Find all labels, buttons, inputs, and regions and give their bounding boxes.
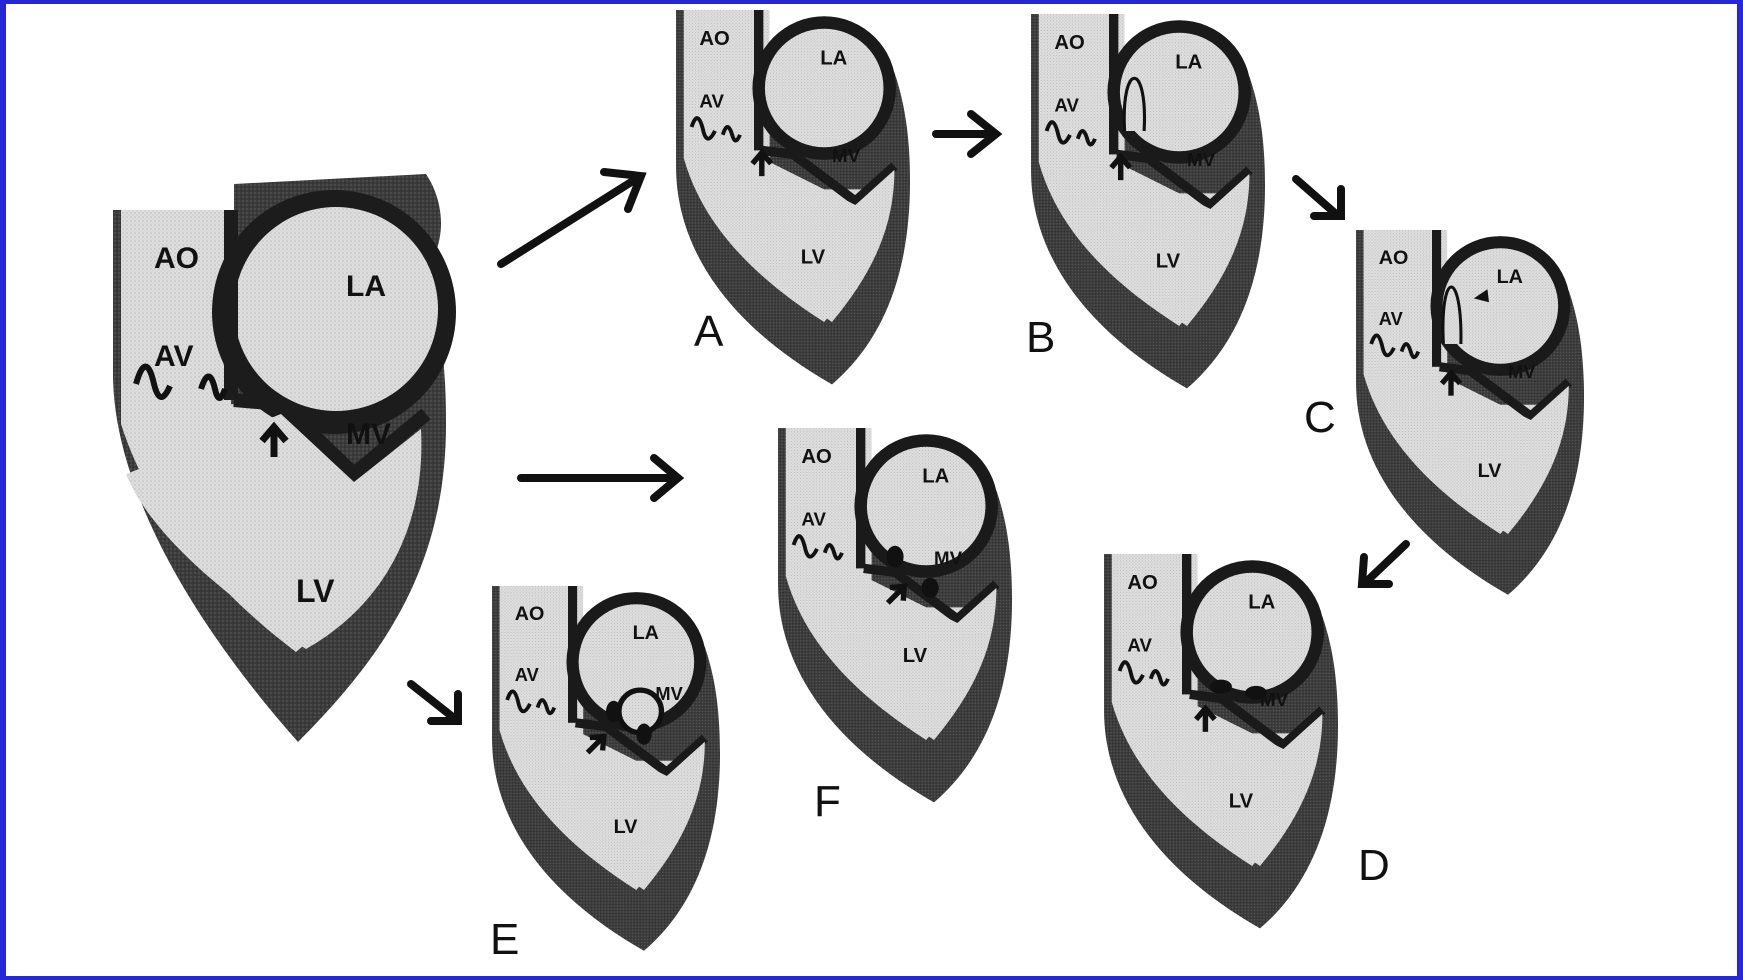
svg-text:MV: MV bbox=[832, 145, 861, 166]
heart-panel-b: AO LA AV MV LV bbox=[1031, 14, 1265, 388]
label-la: LA bbox=[346, 270, 386, 303]
svg-text:AO: AO bbox=[801, 446, 831, 468]
svg-text:MV: MV bbox=[655, 683, 683, 704]
svg-text:AO: AO bbox=[1127, 572, 1157, 594]
panel-letter-b: B bbox=[1026, 313, 1055, 362]
svg-text:LA: LA bbox=[1248, 592, 1275, 614]
svg-text:LV: LV bbox=[903, 645, 928, 667]
diagram-frame: AO LA AV MV LV AO LA AV MV LV A AO LA AV… bbox=[6, 4, 1737, 976]
svg-text:AV: AV bbox=[801, 509, 826, 530]
arrow-b-to-c bbox=[1296, 179, 1336, 214]
label-mv: MV bbox=[346, 418, 391, 451]
svg-text:LA: LA bbox=[633, 622, 659, 644]
svg-text:LA: LA bbox=[820, 48, 847, 70]
svg-text:AV: AV bbox=[1379, 308, 1404, 329]
svg-text:AV: AV bbox=[515, 664, 540, 685]
arrow-main-to-a bbox=[501, 179, 636, 264]
svg-text:LV: LV bbox=[1156, 250, 1181, 272]
heart-panel-d: AO LA AV MV LV bbox=[1104, 554, 1338, 928]
heart-diagram: AO LA AV MV LV AO LA AV MV LV A AO LA AV… bbox=[6, 4, 1737, 976]
svg-text:AO: AO bbox=[699, 28, 729, 50]
panel-letter-c: C bbox=[1304, 393, 1336, 442]
svg-text:AV: AV bbox=[1127, 635, 1152, 656]
arrow-main-to-e bbox=[411, 684, 454, 718]
panel-letter-d: D bbox=[1358, 841, 1390, 890]
svg-text:LA: LA bbox=[922, 466, 949, 488]
svg-text:LA: LA bbox=[1497, 266, 1523, 288]
heart-panel-e: AO LA AV MV LV bbox=[492, 586, 720, 951]
heart-panel-c: AO LA AV MV LV bbox=[1356, 230, 1584, 595]
svg-text:LV: LV bbox=[1478, 460, 1503, 482]
label-lv: LV bbox=[296, 573, 335, 609]
svg-text:AO: AO bbox=[515, 603, 545, 625]
label-av: AV bbox=[154, 340, 193, 373]
panel-letter-a: A bbox=[694, 307, 724, 356]
panel-letter-f: F bbox=[814, 777, 841, 826]
heart-panel-main: AO LA AV MV LV bbox=[113, 174, 456, 742]
label-ao: AO bbox=[154, 242, 199, 275]
svg-text:AO: AO bbox=[1054, 32, 1084, 54]
heart-panel-f: AO LA AV MV LV bbox=[778, 428, 1012, 802]
svg-text:LV: LV bbox=[801, 246, 826, 268]
svg-text:AV: AV bbox=[699, 91, 724, 112]
panel-letter-e: E bbox=[490, 915, 519, 964]
svg-text:LA: LA bbox=[1175, 52, 1202, 74]
svg-text:AO: AO bbox=[1379, 247, 1409, 269]
arrow-c-to-d bbox=[1366, 544, 1406, 582]
svg-text:AV: AV bbox=[1054, 95, 1079, 116]
svg-text:MV: MV bbox=[934, 548, 963, 569]
svg-text:MV: MV bbox=[1187, 149, 1216, 170]
svg-text:MV: MV bbox=[1260, 689, 1289, 710]
svg-text:LV: LV bbox=[614, 816, 639, 838]
svg-text:MV: MV bbox=[1508, 361, 1536, 382]
svg-text:LV: LV bbox=[1229, 791, 1254, 813]
